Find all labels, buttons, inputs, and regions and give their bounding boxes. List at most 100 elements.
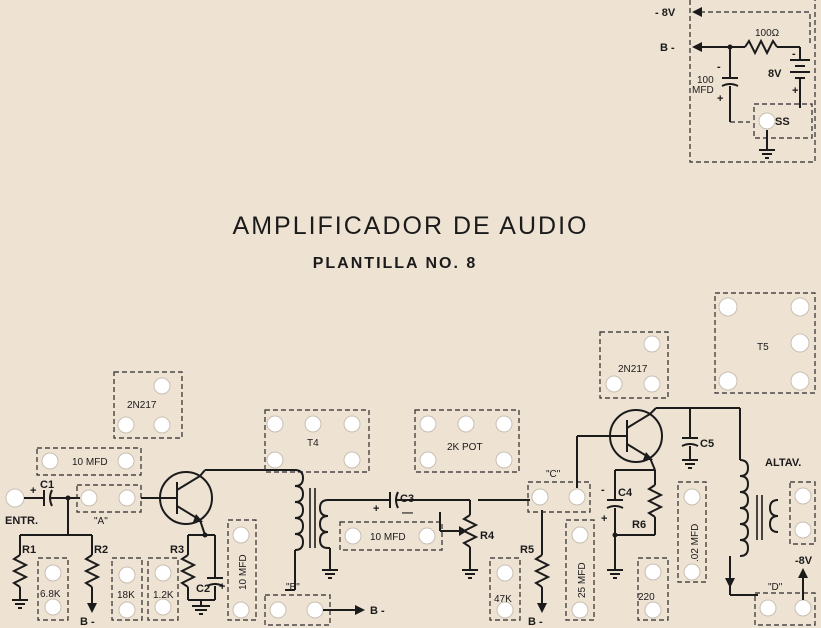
c4-capacitor-icon [606,499,624,509]
hole-q2-1[interactable] [643,335,661,353]
t4-transformer-icon [294,469,329,551]
hole-t5-5[interactable] [790,371,810,391]
hole-r5-a[interactable] [496,564,514,582]
label-bminus-r2: B - [80,616,95,628]
label-r6-value: 220 [638,592,655,603]
label-switch: SS [775,116,790,128]
hole-t4-5[interactable] [343,451,361,469]
hole-r1-b[interactable] [44,598,62,616]
hole-a-2[interactable] [118,489,136,507]
hole-b-2[interactable] [306,601,324,619]
ground-icon [322,569,338,579]
svg-text:+: + [30,485,36,497]
hole-t5-3[interactable] [790,333,810,353]
hole-pot-1[interactable] [419,415,437,433]
hole-t4-3[interactable] [343,415,361,433]
label-terminal-b: "B" [286,582,300,593]
hole-c4-a[interactable] [571,526,589,544]
label-r5: R5 [520,544,534,556]
label-r3: R3 [170,544,184,556]
label-pot: 2K POT [447,442,483,453]
hole-d-2[interactable] [794,599,812,617]
ground-icon [607,569,623,579]
svg-text:—: — [402,507,413,519]
svg-text:+: + [601,513,607,525]
label-terminal-d: "D" [768,582,783,593]
label-r5-value: 47K [494,594,512,605]
label-terminal-a: "A" [94,516,108,527]
hole-b-1[interactable] [269,601,287,619]
r5-resistor-icon [533,554,551,588]
hole-pot-2[interactable] [457,415,475,433]
ground-icon [12,599,28,609]
hole-t4-2[interactable] [304,415,322,433]
hole-c1-b[interactable] [117,452,135,470]
hole-r6-a[interactable] [644,563,662,581]
hole-c4-b[interactable] [571,601,589,619]
hole-r2-a[interactable] [118,566,136,584]
hole-t5-1[interactable] [718,297,738,317]
label-terminal-c: "C" [546,469,561,480]
hole-c1-a[interactable] [41,452,59,470]
hole-c-2[interactable] [568,488,586,506]
hole-q2-3[interactable] [643,375,661,393]
ground-icon [192,605,210,615]
hole-c2-a[interactable] [232,526,250,544]
hole-r2-b[interactable] [118,601,136,619]
hole-ss[interactable] [758,112,776,130]
label-t4: T4 [307,438,319,449]
hole-c3-b[interactable] [418,527,436,545]
power-section: - 8V B - 100Ω 8V 100 MFD SS - + - + [655,0,816,163]
hole-q1-3[interactable] [153,416,171,434]
label-c3: C3 [400,493,414,505]
label-speaker: ALTAV. [765,457,801,469]
svg-text:-: - [601,484,605,496]
hole-c3-a[interactable] [344,527,362,545]
hole-speaker-1[interactable] [794,487,812,505]
hole-c5-b[interactable] [683,563,701,581]
hole-r1-a[interactable] [44,564,62,582]
hole-pot-3[interactable] [495,415,513,433]
r2-resistor-icon [83,554,101,588]
hole-input[interactable] [5,488,25,508]
hole-q2-2[interactable] [605,375,623,393]
hole-q1-1[interactable] [153,377,171,395]
hole-c-1[interactable] [531,488,549,506]
pot-stage: 10 MFD 2K POT C3 + — R4 [339,409,530,579]
ground-icon [682,459,698,469]
label-bminus-r5: B - [528,616,543,628]
hole-r3-b[interactable] [154,598,172,616]
input-stage: C1 + ENTR. R1 R2 6.8K 18K 10 MFD "A" B - [5,447,143,628]
label-r4: R4 [480,530,495,542]
battery-icon [790,59,810,79]
label-c4: C4 [618,487,633,499]
hole-d-1[interactable] [759,599,777,617]
label-q1: 2N217 [127,400,157,411]
hole-c2-b[interactable] [232,601,250,619]
hole-t5-4[interactable] [718,371,738,391]
hole-speaker-2[interactable] [794,521,812,539]
label-c2: C2 [196,583,210,595]
label-resistor-value: 100Ω [755,28,780,39]
c5-capacitor-icon [681,437,699,447]
hole-pot-5[interactable] [495,451,513,469]
hole-t4-4[interactable] [266,451,284,469]
hole-q1-2[interactable] [117,416,135,434]
resistor-100-icon [744,38,778,56]
hole-c5-a[interactable] [683,488,701,506]
hole-r5-b[interactable] [496,601,514,619]
hole-a-1[interactable] [80,489,98,507]
hole-t4-1[interactable] [266,415,284,433]
q2-stage: "C" R5 47K B - 25 MFD 2N217 [489,331,740,628]
svg-text:-: - [717,61,721,73]
label-r1: R1 [22,544,36,556]
label-bminus: B - [660,42,675,54]
label-c2-value: 10 MFD [238,554,249,590]
hole-t5-2[interactable] [790,297,810,317]
hole-r6-b[interactable] [644,601,662,619]
c2-capacitor-icon [206,577,224,587]
hole-pot-4[interactable] [419,451,437,469]
hole-r3-a[interactable] [154,564,172,582]
